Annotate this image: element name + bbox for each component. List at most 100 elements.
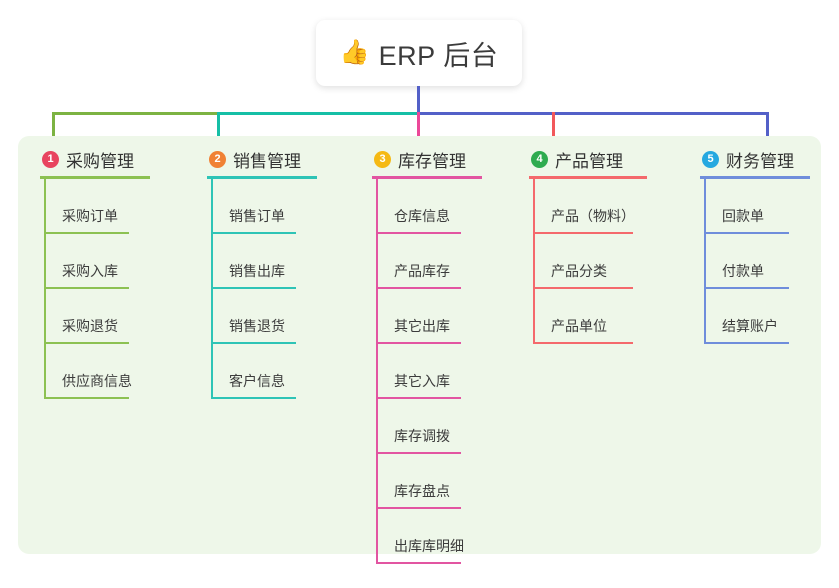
leaf-item[interactable]: 仓库信息 — [372, 179, 482, 234]
branch-spine-4 — [533, 179, 535, 344]
connector-drop-3 — [417, 112, 420, 140]
leaf-item-label: 其它出库 — [394, 318, 450, 334]
leaf-item-label: 其它入库 — [394, 373, 450, 389]
leaf-item-rule — [376, 507, 461, 509]
leaf-item-rule — [376, 452, 461, 454]
leaf-item[interactable]: 库存盘点 — [372, 454, 482, 509]
leaf-item-label: 销售退货 — [229, 318, 285, 334]
leaf-item-rule — [704, 232, 789, 234]
branch-title-3: 库存管理 — [398, 151, 466, 171]
leaf-item-rule — [376, 342, 461, 344]
leaf-item[interactable]: 出库库明细 — [372, 509, 482, 564]
connector-drop-5 — [766, 112, 769, 140]
leaf-item-rule — [533, 342, 633, 344]
branch-rule-1 — [40, 176, 150, 179]
connector-drop-2 — [217, 112, 220, 140]
leaf-item-rule — [211, 397, 296, 399]
leaf-item-rule — [44, 232, 129, 234]
leaf-item-rule — [211, 232, 296, 234]
leaf-item[interactable]: 销售退货 — [207, 289, 317, 344]
root-node-label: ERP 后台 — [378, 40, 499, 71]
leaf-item-rule — [44, 397, 129, 399]
leaf-item[interactable]: 结算账户 — [700, 289, 810, 344]
leaf-item[interactable]: 回款单 — [700, 179, 810, 234]
branch-badge-3: 3 — [374, 150, 391, 168]
leaf-item[interactable]: 其它入库 — [372, 344, 482, 399]
root-connector-stem — [417, 86, 420, 114]
branch-rule-5 — [700, 176, 810, 179]
leaf-item-label: 库存调拨 — [394, 428, 450, 444]
thumbs-up-icon: 👍 — [339, 39, 370, 66]
leaf-item[interactable]: 供应商信息 — [40, 344, 150, 399]
leaf-item[interactable]: 采购订单 — [40, 179, 150, 234]
leaf-item-label: 回款单 — [722, 208, 764, 224]
connector-drop-4 — [552, 112, 555, 140]
connector-segment-2 — [217, 112, 417, 115]
leaf-item[interactable]: 销售出库 — [207, 234, 317, 289]
leaf-item[interactable]: 库存调拨 — [372, 399, 482, 454]
leaf-item[interactable]: 采购入库 — [40, 234, 150, 289]
leaf-item-label: 仓库信息 — [394, 208, 450, 224]
leaf-item-label: 销售订单 — [229, 208, 285, 224]
branch-header-3[interactable]: 3 库存管理 — [372, 146, 482, 172]
branch-items-1: 采购订单采购入库采购退货供应商信息 — [40, 179, 150, 399]
leaf-item-rule — [44, 342, 129, 344]
branch-spine-5 — [704, 179, 706, 344]
leaf-item[interactable]: 采购退货 — [40, 289, 150, 344]
leaf-item[interactable]: 销售订单 — [207, 179, 317, 234]
branch-items-2: 销售订单销售出库销售退货客户信息 — [207, 179, 317, 399]
leaf-item-label: 采购退货 — [62, 318, 118, 334]
branch-spine-1 — [44, 179, 46, 399]
leaf-item-label: 出库库明细 — [394, 538, 464, 554]
leaf-item[interactable]: 产品单位 — [529, 289, 647, 344]
branch-badge-1: 1 — [42, 150, 59, 168]
leaf-item-rule — [44, 287, 129, 289]
leaf-item-label: 采购订单 — [62, 208, 118, 224]
leaf-item-rule — [704, 342, 789, 344]
root-node[interactable]: 👍 ERP 后台 — [316, 20, 522, 86]
branch-items-3: 仓库信息产品库存其它出库其它入库库存调拨库存盘点出库库明细 — [372, 179, 482, 564]
leaf-item-rule — [211, 342, 296, 344]
leaf-item[interactable]: 产品（物料） — [529, 179, 647, 234]
leaf-item-rule — [704, 287, 789, 289]
leaf-item-label: 付款单 — [722, 263, 764, 279]
branch-rule-2 — [207, 176, 317, 179]
branch-items-5: 回款单付款单结算账户 — [700, 179, 810, 344]
branch-badge-5: 5 — [702, 150, 719, 168]
connector-drop-1 — [52, 112, 55, 140]
leaf-item[interactable]: 产品库存 — [372, 234, 482, 289]
leaf-item-label: 产品（物料） — [551, 208, 635, 224]
leaf-item-label: 产品单位 — [551, 318, 607, 334]
leaf-item[interactable]: 客户信息 — [207, 344, 317, 399]
connector-segment-3 — [417, 112, 768, 115]
leaf-item-rule — [376, 232, 461, 234]
leaf-item[interactable]: 产品分类 — [529, 234, 647, 289]
leaf-item-label: 采购入库 — [62, 263, 118, 279]
leaf-item-rule — [533, 232, 633, 234]
leaf-item-label: 客户信息 — [229, 373, 285, 389]
leaf-item-label: 库存盘点 — [394, 483, 450, 499]
leaf-item-rule — [533, 287, 633, 289]
leaf-item-label: 供应商信息 — [62, 373, 132, 389]
branch-title-4: 产品管理 — [555, 151, 623, 171]
branches-panel — [18, 136, 821, 554]
branch-rule-3 — [372, 176, 482, 179]
branch-spine-2 — [211, 179, 213, 399]
leaf-item-label: 结算账户 — [722, 318, 778, 334]
leaf-item[interactable]: 其它出库 — [372, 289, 482, 344]
connector-segment-1 — [52, 112, 217, 115]
leaf-item[interactable]: 付款单 — [700, 234, 810, 289]
leaf-item-label: 产品分类 — [551, 263, 607, 279]
leaf-item-rule — [211, 287, 296, 289]
branch-title-2: 销售管理 — [233, 151, 301, 171]
branch-items-4: 产品（物料） 产品分类产品单位 — [529, 179, 647, 344]
leaf-item-label: 产品库存 — [394, 263, 450, 279]
leaf-item-rule — [376, 397, 461, 399]
